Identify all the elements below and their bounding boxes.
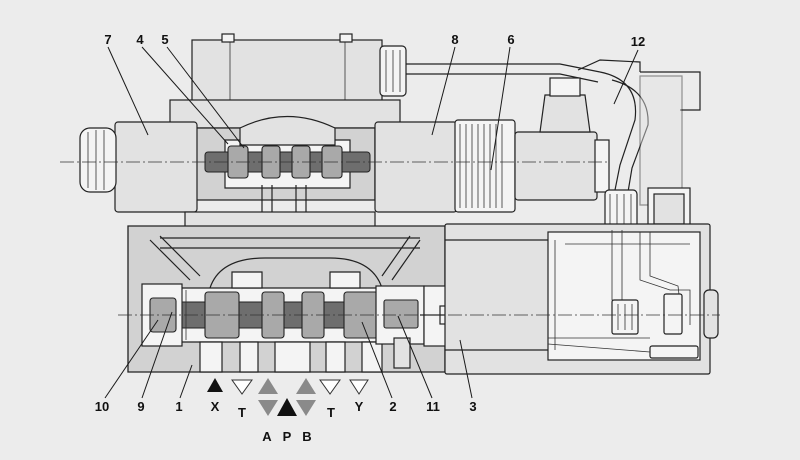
port-label-p: P — [283, 429, 292, 444]
right-solenoid-coil — [374, 121, 458, 213]
main-valve-body — [127, 211, 446, 373]
port-label-t-left: T — [238, 405, 246, 420]
callout-1: 1 — [175, 399, 182, 414]
port-a-upper-arrow — [258, 378, 278, 394]
port-x-arrow — [207, 378, 223, 392]
port-label-b: B — [302, 429, 311, 444]
right-solenoid — [374, 121, 458, 213]
callout-5: 5 — [161, 32, 168, 47]
port-symbols: X T A P B T Y — [207, 378, 369, 444]
port-b-lower-arrow — [296, 400, 316, 416]
port-b-upper-arrow — [296, 378, 316, 394]
port-p-arrow — [277, 398, 297, 416]
callout-3: 3 — [469, 399, 476, 414]
pilot-top-housing — [191, 39, 383, 103]
port-t-right-arrow — [319, 379, 341, 395]
callout-9: 9 — [137, 399, 144, 414]
leader-lines — [104, 46, 639, 399]
port-label-t-right: T — [327, 405, 335, 420]
port-a-lower-arrow — [258, 400, 278, 416]
port-t-left-arrow — [231, 379, 253, 395]
callout-6: 6 — [507, 32, 514, 47]
callout-11: 11 — [426, 399, 440, 414]
port-y-arrow — [349, 379, 369, 395]
callout-8: 8 — [451, 32, 458, 47]
callout-2: 2 — [389, 399, 396, 414]
port-label-y: Y — [355, 399, 364, 414]
port-label-a: A — [262, 429, 272, 444]
port-label-x: X — [211, 399, 220, 414]
left-manual-override — [79, 127, 117, 193]
electronics-housing — [444, 223, 719, 375]
callout-10: 10 — [95, 399, 109, 414]
callout-labels: 7 4 5 8 6 12 10 9 1 2 11 3 — [95, 32, 645, 414]
cable — [599, 71, 701, 231]
left-solenoid-coil — [114, 121, 198, 213]
callout-4: 4 — [136, 32, 144, 47]
callout-7: 7 — [104, 32, 111, 47]
left-solenoid — [79, 121, 198, 213]
position-sensor-housing — [454, 59, 641, 213]
callout-12: 12 — [631, 34, 645, 49]
